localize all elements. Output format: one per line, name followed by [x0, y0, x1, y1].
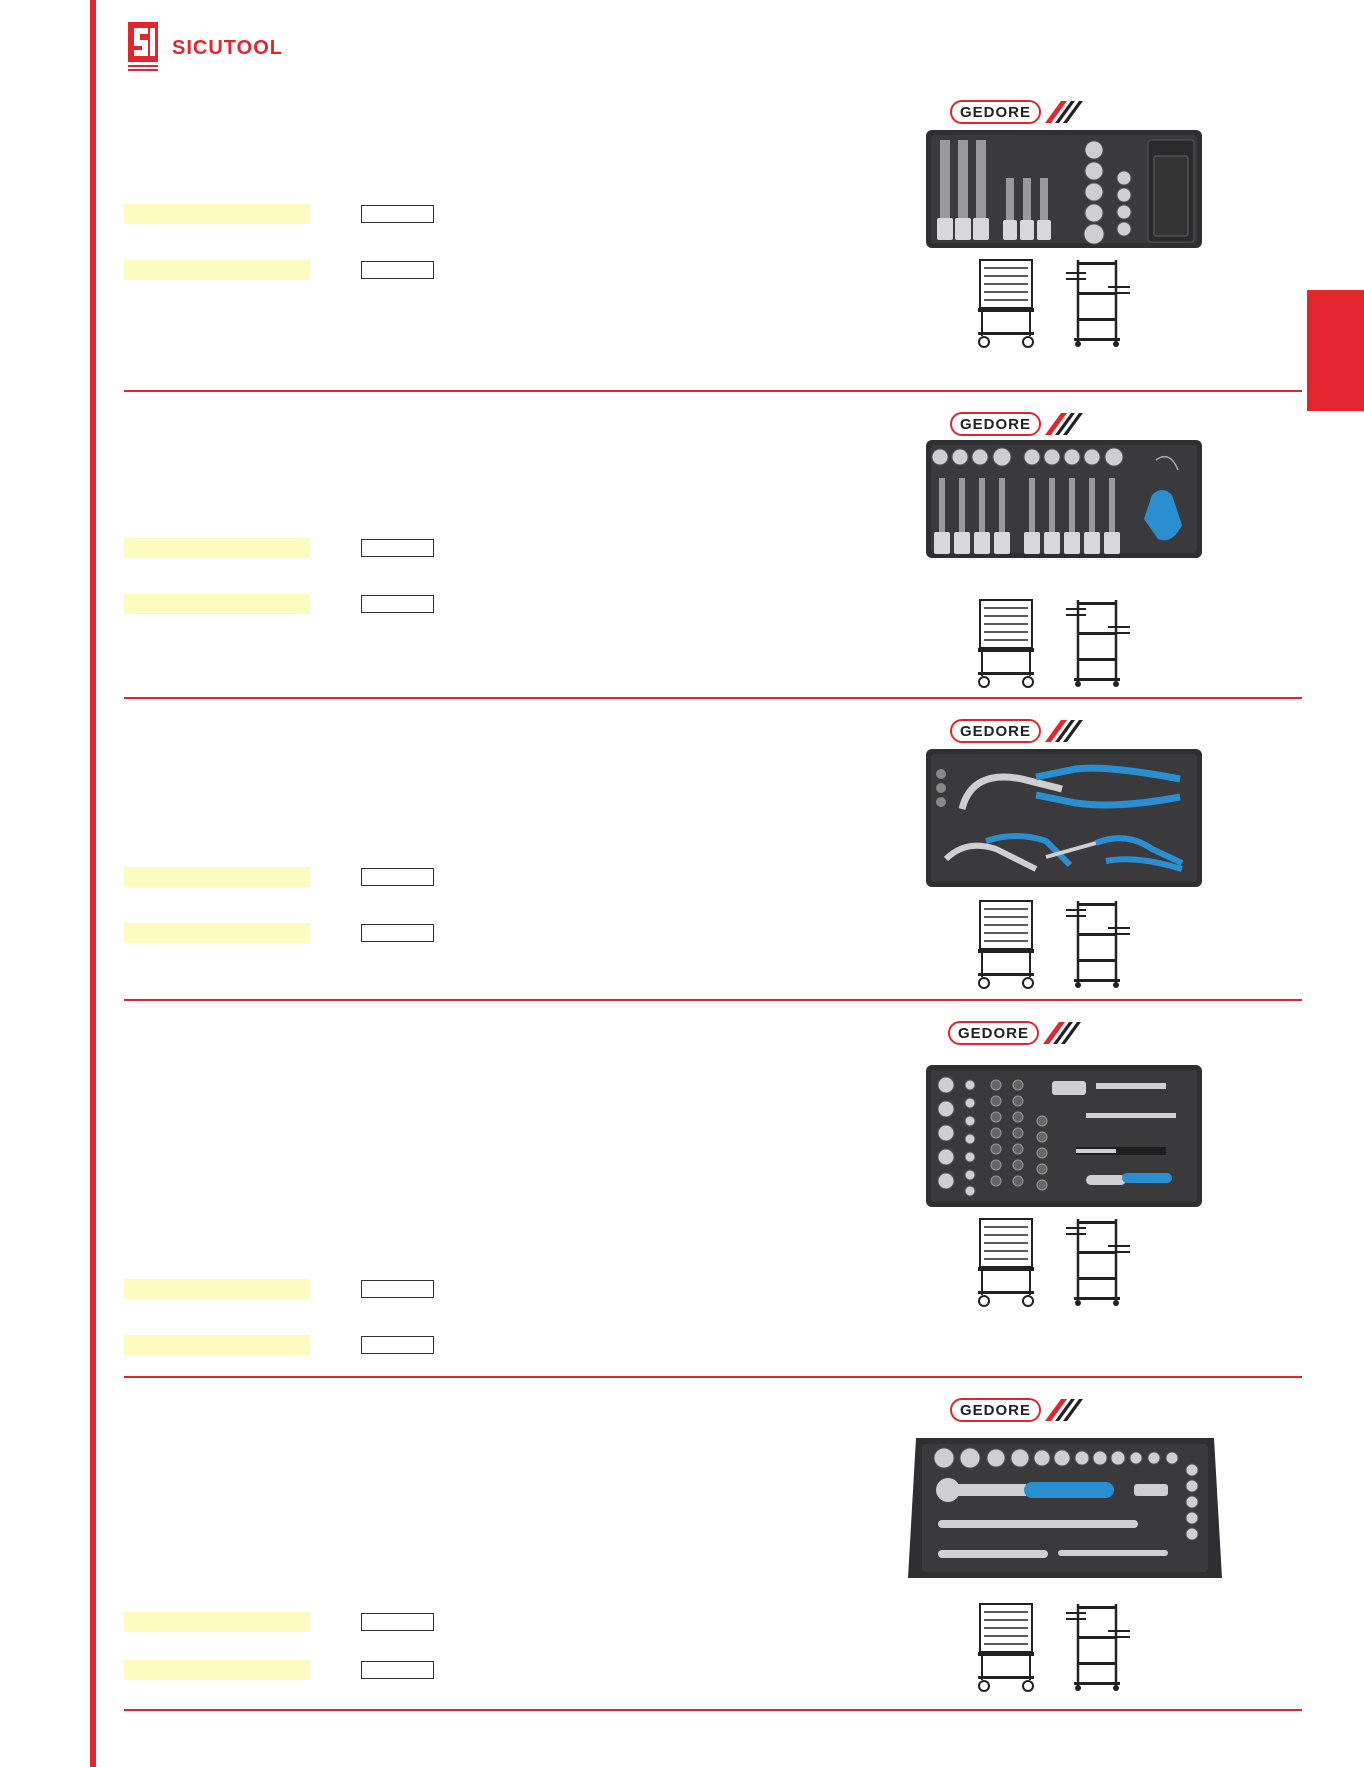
tool-trolley-side-icon: [1066, 260, 1130, 347]
section-side-tab[interactable]: [1307, 290, 1364, 411]
gedore-logo-icon: GEDORE: [948, 1021, 1040, 1045]
field-label-highlight: [124, 867, 310, 887]
gedore-logo-icon: GEDORE: [950, 412, 1042, 436]
section-divider: [124, 1376, 1302, 1378]
price-box[interactable]: [361, 261, 434, 279]
left-page-rule: [90, 0, 96, 1767]
order-field-row: [124, 1612, 434, 1632]
order-field-row: [124, 538, 434, 558]
brand-stripes-icon: [1045, 413, 1084, 435]
section-divider: [124, 390, 1302, 392]
order-field-row: [124, 1279, 434, 1299]
field-label-highlight: [124, 1279, 310, 1299]
order-number-box[interactable]: [361, 205, 434, 223]
price-box[interactable]: [361, 924, 434, 942]
product-section-4: GEDORE: [124, 1001, 1302, 1378]
field-label-highlight: [124, 1612, 310, 1632]
order-field-row: [124, 204, 434, 224]
field-label-highlight: [124, 204, 310, 224]
field-label-highlight: [124, 260, 310, 280]
field-label-highlight: [124, 538, 310, 558]
sicutool-logo: SICUTOOL: [126, 20, 283, 72]
price-field-row: [124, 923, 434, 943]
gedore-logo-icon: GEDORE: [950, 1398, 1042, 1422]
tool-trolley-side-icon: [1066, 600, 1130, 687]
order-number-box[interactable]: [361, 1280, 434, 1298]
price-field-row: [124, 260, 434, 280]
product-section-5: GEDORE: [124, 1378, 1302, 1711]
section-divider: [124, 697, 1302, 699]
field-label-highlight: [124, 1660, 310, 1680]
tool-trolley-side-icon: [1066, 1604, 1130, 1691]
price-box[interactable]: [361, 1661, 434, 1679]
sicutool-logo-icon: [128, 22, 158, 71]
gedore-logo: GEDORE: [950, 719, 1085, 743]
quarter-inch-socket-set-tray: [926, 1065, 1202, 1207]
price-box[interactable]: [361, 1336, 434, 1354]
brand-stripes-icon: [1045, 101, 1084, 123]
product-section-2: GEDORE: [124, 392, 1302, 699]
price-field-row: [124, 1335, 434, 1355]
tool-trolley-side-icon: [1066, 901, 1130, 988]
tool-trolley-side-icon: [1066, 1219, 1130, 1306]
order-field-row: [124, 867, 434, 887]
price-field-row: [124, 594, 434, 614]
tool-trolley-front-icon: [978, 1218, 1034, 1307]
tool-trolley-front-icon: [978, 599, 1034, 688]
field-label-highlight: [124, 1335, 310, 1355]
price-field-row: [124, 1660, 434, 1680]
field-label-highlight: [124, 923, 310, 943]
tool-trolley-front-icon: [978, 1603, 1034, 1692]
tool-trolley-front-icon: [978, 259, 1034, 348]
order-number-box[interactable]: [361, 539, 434, 557]
brand-stripes-icon: [1045, 1399, 1084, 1421]
order-number-box[interactable]: [361, 1613, 434, 1631]
gedore-logo: GEDORE: [950, 1398, 1085, 1422]
pliers-tray: [926, 749, 1202, 887]
gedore-logo: GEDORE: [950, 412, 1085, 436]
hex-bit-socket-tray: [926, 130, 1202, 248]
order-number-box[interactable]: [361, 868, 434, 886]
gedore-logo: GEDORE: [950, 100, 1085, 124]
half-inch-socket-set-tray: [908, 1438, 1222, 1578]
section-divider: [124, 1709, 1302, 1711]
brand-stripes-icon: [1045, 720, 1084, 742]
gedore-logo-icon: GEDORE: [950, 100, 1042, 124]
field-label-highlight: [124, 594, 310, 614]
tool-trolley-front-icon: [978, 900, 1034, 989]
gedore-logo-icon: GEDORE: [950, 719, 1042, 743]
torx-bit-socket-tray: [926, 440, 1202, 558]
logo-wordmark: SICUTOOL: [172, 36, 283, 59]
gedore-logo: GEDORE: [948, 1021, 1083, 1045]
section-divider: [124, 999, 1302, 1001]
brand-stripes-icon: [1043, 1022, 1082, 1044]
product-section-3: GEDORE: [124, 699, 1302, 1001]
price-box[interactable]: [361, 595, 434, 613]
product-section-1: GEDORE: [124, 90, 1302, 392]
